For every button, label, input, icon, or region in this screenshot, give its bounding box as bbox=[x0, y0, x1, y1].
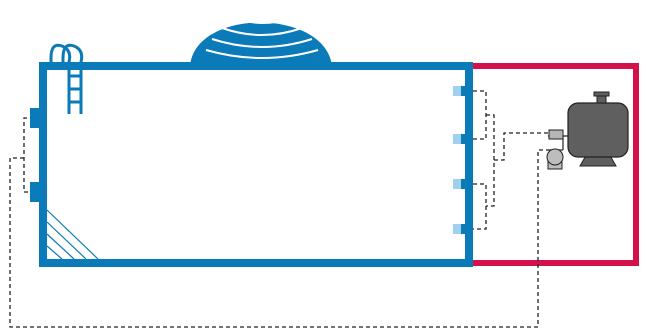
pool-outline bbox=[39, 62, 473, 267]
plant-room bbox=[469, 63, 639, 266]
dome-shape bbox=[190, 22, 332, 66]
return-nozzle bbox=[453, 86, 467, 96]
return-manifold bbox=[486, 114, 495, 207]
dome-lines bbox=[205, 17, 319, 59]
pipe-network bbox=[9, 90, 549, 328]
return-nozzle bbox=[453, 224, 467, 234]
pump-icon bbox=[546, 148, 564, 170]
multiport-valve-icon bbox=[548, 129, 568, 151]
return-nozzles bbox=[453, 86, 467, 234]
skimmer-lower bbox=[30, 182, 43, 202]
skimmers bbox=[30, 108, 43, 202]
return-nozzle bbox=[453, 179, 467, 189]
sand-filter-icon bbox=[567, 91, 629, 167]
skimmer-upper bbox=[30, 108, 43, 128]
ladder-icon bbox=[49, 43, 84, 114]
suction-line bbox=[9, 149, 549, 328]
pool-steps bbox=[46, 209, 99, 260]
dome-cover bbox=[190, 17, 332, 66]
plant-room-outline bbox=[469, 63, 639, 266]
pool-basin bbox=[39, 62, 473, 267]
return-main bbox=[494, 132, 548, 161]
skimmer-pipe-left bbox=[23, 117, 34, 193]
return-nozzle bbox=[453, 134, 467, 144]
